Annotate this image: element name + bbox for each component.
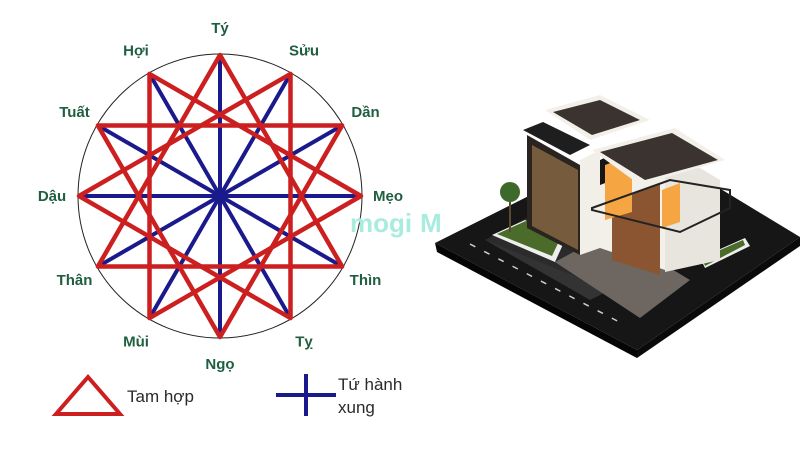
tam-hop-triangle-0 [95,52,345,269]
tam-hop-triangle-3 [147,71,364,321]
branch-label: Dần [351,104,379,121]
legend-tam-hop: Tam hợp [127,387,194,406]
tam-hop-triangles [76,52,364,340]
house-illustration [435,95,800,358]
branch-label: Thìn [350,272,382,289]
branch-label: Mùi [123,333,149,350]
legend-tu-hanh-xung-2: xung [338,398,375,417]
legend: Tam hợp Tứ hành xung [51,373,402,417]
watermark-logo: mogi [350,208,412,238]
triangle-icon [51,373,125,416]
tam-hop-triangle-2 [95,123,345,340]
tam-hop-triangle-1 [76,71,293,321]
watermark-mark: M [420,208,442,238]
branch-label: Tuất [59,104,90,121]
branch-label: Tỵ [295,333,313,350]
legend-tu-hanh-xung-1: Tứ hành [338,375,402,394]
branch-label: Tý [211,20,229,37]
branch-label: Thân [57,272,93,289]
branch-label: Hợi [123,43,149,60]
branch-label: Sửu [289,43,319,60]
branch-label: Ngọ [205,356,234,373]
branch-label: Dậu [38,188,66,205]
cross-icon [276,374,336,416]
tu-hanh-xung-lines [79,55,361,337]
branch-label: Mẹo [373,188,403,205]
